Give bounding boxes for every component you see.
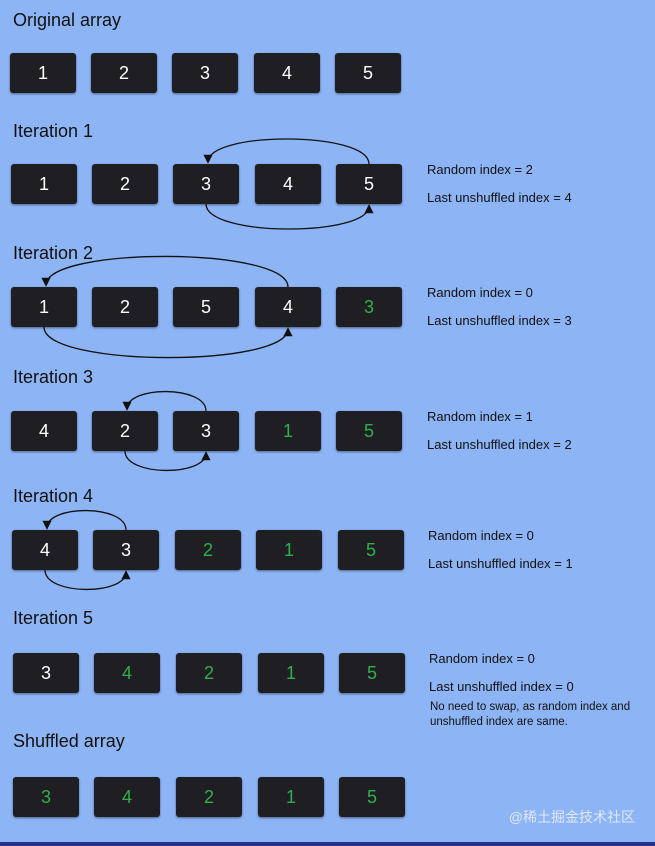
array-cell: 5 — [336, 411, 402, 451]
array-cell: 2 — [92, 164, 158, 204]
swap-arrow-lower — [43, 326, 293, 359]
last-unshuffled-index-label: Last unshuffled index = 2 — [427, 437, 572, 452]
random-index-label: Random index = 0 — [428, 528, 534, 543]
array-cell: 5 — [335, 53, 401, 93]
array-cell: 2 — [175, 530, 241, 570]
array-cell: 1 — [11, 287, 77, 327]
random-index-label: Random index = 1 — [427, 409, 533, 424]
bottom-bar — [0, 842, 655, 846]
section-heading: Iteration 4 — [13, 486, 94, 506]
random-index-label: Random index = 2 — [427, 162, 533, 177]
last-unshuffled-index-label: Last unshuffled index = 3 — [427, 313, 572, 328]
swap-arrow-lower — [44, 569, 131, 591]
watermark: @稀土掘金技术社区 — [508, 809, 635, 825]
array-cell: 5 — [339, 777, 405, 817]
array-cell: 4 — [94, 653, 160, 693]
no-swap-note: No need to swap, as random index and uns… — [430, 701, 631, 728]
array-cell: 3 — [13, 777, 79, 817]
section-heading: Iteration 2 — [13, 243, 94, 263]
section-heading: Iteration 5 — [13, 608, 94, 628]
array-cell: 3 — [336, 287, 402, 327]
array-cell: 3 — [173, 411, 239, 451]
section-heading: Shuffled array — [13, 731, 125, 751]
array-cell: 1 — [11, 164, 77, 204]
section-heading: Iteration 3 — [13, 367, 94, 387]
array-cell: 2 — [176, 653, 242, 693]
swap-arrow-lower — [205, 203, 374, 230]
array-cell: 5 — [339, 653, 405, 693]
array-cell: 4 — [255, 287, 321, 327]
random-index-label: Random index = 0 — [429, 651, 535, 666]
array-cell: 4 — [94, 777, 160, 817]
array-cell: 2 — [92, 411, 158, 451]
array-cell: 1 — [258, 777, 324, 817]
array-cell: 4 — [255, 164, 321, 204]
array-cell: 5 — [336, 164, 402, 204]
swap-arrow-upper — [122, 390, 207, 412]
array-cell: 1 — [258, 653, 324, 693]
swap-arrow-lower — [124, 450, 211, 472]
last-unshuffled-index-label: Last unshuffled index = 4 — [427, 190, 572, 205]
last-unshuffled-index-label: Last unshuffled index = 1 — [428, 556, 573, 571]
random-index-label: Random index = 0 — [427, 285, 533, 300]
array-cell: 1 — [256, 530, 322, 570]
array-cell: 3 — [173, 164, 239, 204]
swap-arrow-upper — [203, 138, 370, 165]
last-unshuffled-index-label: Last unshuffled index = 0 — [429, 679, 574, 694]
array-cell: 3 — [13, 653, 79, 693]
array-cell: 3 — [172, 53, 238, 93]
array-cell: 1 — [10, 53, 76, 93]
array-cell: 2 — [92, 287, 158, 327]
section-heading: Original array — [13, 10, 122, 30]
array-cell: 2 — [91, 53, 157, 93]
array-cell: 5 — [173, 287, 239, 327]
array-cell: 3 — [93, 530, 159, 570]
swap-arrow-upper — [42, 509, 127, 531]
array-cell: 1 — [255, 411, 321, 451]
array-cell: 4 — [11, 411, 77, 451]
array-cell: 2 — [176, 777, 242, 817]
section-heading: Iteration 1 — [13, 121, 94, 141]
array-cell: 5 — [338, 530, 404, 570]
array-cell: 4 — [254, 53, 320, 93]
array-cell: 4 — [12, 530, 78, 570]
